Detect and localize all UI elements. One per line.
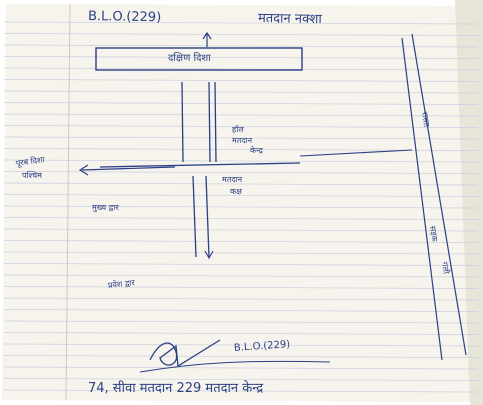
ruled-line (3, 251, 479, 255)
ruled-line (3, 366, 479, 370)
signature-stroke (149, 339, 221, 368)
ruled-line (3, 90, 479, 94)
ruled-line (3, 159, 479, 163)
north-banner-box (95, 47, 303, 71)
right-column-label-1: रास्ता (420, 111, 432, 128)
road-line-3 (214, 81, 217, 163)
header-word: मतदान नक्शा (257, 11, 322, 28)
ruled-line (3, 44, 479, 48)
ruled-line (3, 79, 479, 82)
ruled-line (3, 378, 479, 381)
west-arrow-shaft (81, 166, 176, 171)
ruled-line (3, 320, 479, 324)
block-label-line-2: मतदान (232, 136, 253, 145)
ruled-line (3, 182, 479, 186)
signature-underline (139, 360, 331, 373)
ruled-line (3, 102, 479, 105)
ruled-line (3, 240, 479, 243)
left-mid-label: मुख्य द्वार (92, 203, 119, 212)
block-label-line-3: केन्द्र (250, 146, 263, 155)
ruled-line (3, 136, 479, 140)
footer-caption: 74, सीवा मतदान 229 मतदान केन्द्र (88, 381, 264, 396)
ruled-line (3, 21, 479, 25)
ruled-line (3, 309, 479, 312)
right-column-label-2: सड़क (428, 225, 440, 243)
north-direction-label: दक्षिण दिशा (168, 53, 211, 64)
ruled-line (3, 343, 479, 347)
ruled-line (3, 125, 479, 128)
ruled-line (3, 332, 479, 335)
ruled-line (3, 263, 479, 266)
right-road-line-2 (411, 33, 467, 356)
ruled-line (3, 33, 479, 36)
road-line-1 (181, 81, 184, 163)
ruled-line (3, 355, 479, 358)
ruled-line (3, 113, 479, 117)
lower-road-line-1 (192, 175, 197, 258)
booth-label-line-2: कक्ष (230, 187, 242, 196)
road-junction-line (99, 162, 301, 168)
page-edge-shadow (455, 0, 483, 405)
lower-arrow-head (204, 250, 214, 260)
north-arrow-head (202, 31, 212, 40)
right-road-connector (299, 149, 413, 157)
road-left-label: पश्चिम (22, 171, 42, 180)
ruled-line (3, 217, 479, 220)
ruled-line (3, 67, 479, 71)
ruled-line (3, 286, 479, 289)
ruled-line (3, 56, 479, 59)
ruled-line (3, 297, 479, 301)
right-road-line-1 (401, 37, 443, 361)
booth-label-line-1: मतदान (222, 175, 243, 184)
right-column-label-3: गली (440, 261, 451, 275)
ruled-line (3, 205, 479, 209)
block-label-line-1: हॉल (232, 125, 244, 134)
header-code: B.L.O.(229) (87, 9, 162, 26)
west-arrow-head (78, 164, 89, 176)
page-sheet (2, 4, 481, 402)
lower-road-line-2 (205, 175, 210, 258)
ruled-line (3, 389, 479, 393)
ruled-line (3, 194, 479, 197)
ruled-lines (3, 21, 479, 393)
road-line-2 (208, 81, 211, 163)
ruled-line (3, 274, 479, 278)
margin-line (65, 3, 71, 401)
ruled-line (3, 228, 479, 232)
